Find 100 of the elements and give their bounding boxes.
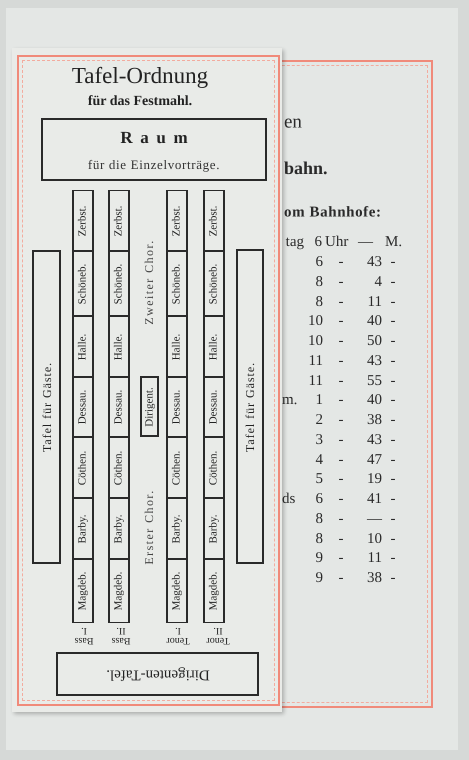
table-cell-text: - (338, 512, 344, 527)
table-cell-text: - (390, 294, 396, 310)
seat-label: Zerbst. (172, 205, 182, 236)
table-cell-text: 38 (366, 413, 382, 428)
seat-label: Cöthen. (114, 450, 124, 485)
table-cell-text: 19 (366, 472, 382, 488)
seat-label: Zerbst. (78, 205, 88, 236)
seat-cell (166, 316, 188, 377)
seat-cell (108, 559, 130, 623)
seat-label: Barby. (78, 514, 88, 543)
table-cell-text: - (338, 532, 344, 546)
table-cell-text: M. (385, 235, 404, 250)
table-cell-text: 4 (314, 452, 323, 468)
table-cell-text: - (390, 571, 396, 586)
subtitle: für das Festmahl. (88, 95, 192, 109)
seat-label: Halle. (208, 333, 220, 360)
table-cell-text: - (390, 452, 396, 468)
seat-cell (166, 190, 188, 251)
seat-label: Magdeb. (172, 572, 182, 610)
seat-label: Schöneb. (78, 263, 88, 304)
seat-label: Zerbst. (114, 205, 124, 236)
seat-label: Barby. (208, 514, 220, 543)
seat-label: Schöneb. (172, 263, 182, 304)
table-cell-text: - (390, 492, 396, 507)
table-label: Tafel für Gäste. (40, 362, 52, 452)
seat-cell (166, 377, 188, 437)
stage-heading: Raum (119, 127, 196, 149)
table-cell-text: 5 (314, 472, 323, 488)
seat-label: Dessau. (208, 390, 220, 424)
conductor-box (140, 376, 159, 437)
voice-label: Tenor I. (165, 625, 191, 645)
seat-cell (203, 437, 225, 498)
table-cell-text: - (338, 354, 344, 369)
voice-label: Bass I. (74, 625, 94, 645)
seat-cell (166, 251, 188, 316)
seat-label: Dirigent. (144, 386, 155, 426)
seat-label: Magdeb. (114, 572, 124, 610)
table-cell-text: - (338, 334, 344, 349)
seat-cell (108, 316, 130, 377)
table-cell-text: Uhr (325, 235, 350, 250)
table-cell-text: - (338, 255, 344, 270)
table-label: Dirigenten-Tafel. (106, 666, 210, 682)
seat-cell (203, 190, 225, 251)
table-cell-text: - (338, 294, 344, 310)
table-cell-text: - (338, 492, 344, 507)
table-cell-text: 10 (366, 532, 382, 546)
heading-fragment: om Bahnhofe: (284, 206, 382, 220)
seat-label: Cöthen. (172, 450, 182, 485)
table-cell-text: - (390, 314, 396, 330)
table-cell-text: 8 (314, 512, 323, 527)
seat-label: Cöthen. (208, 450, 220, 485)
seat-cell (72, 251, 94, 316)
table-cell-text: 50 (366, 334, 382, 349)
table-cell-text: 10 (307, 314, 323, 330)
seat-label: Barby. (114, 514, 124, 543)
table-cell-text: - (390, 512, 396, 527)
choir-label: Zweiter Chor. (143, 239, 155, 325)
seat-label: Cöthen. (78, 450, 88, 485)
table-cell-text: - (338, 452, 344, 468)
seat-cell (108, 251, 130, 316)
seat-label: Magdeb. (208, 572, 220, 610)
table-cell-text: - (390, 334, 396, 349)
seat-label: Dessau. (78, 390, 88, 424)
stage-text: für die Einzelvorträge. (88, 156, 220, 174)
table-cell-text: 6 (314, 492, 323, 507)
table-cell-text: 6 (314, 255, 323, 270)
table-cell-text: tag (284, 235, 304, 250)
table-cell-text: 11 (366, 294, 382, 310)
seat-label: Dessau. (172, 390, 182, 424)
table-cell-text: - (338, 374, 344, 388)
table-cell-text: 10 (307, 334, 323, 349)
table-cell-text: - (390, 551, 396, 566)
seat-label: Schöneb. (114, 263, 124, 304)
table-cell-text: - (338, 274, 344, 290)
seat-cell (108, 377, 130, 437)
seat-cell (108, 437, 130, 498)
table-cell-text: 4 (374, 274, 382, 290)
table-cell-text: — (366, 512, 382, 527)
heading-fragment: bahn. (284, 159, 328, 177)
table-cell-text: - (338, 432, 344, 448)
table-cell-text: 11 (308, 354, 323, 369)
seat-cell (72, 498, 94, 559)
seat-label: Schöneb. (208, 263, 220, 304)
table-cell-text: - (390, 255, 396, 270)
table-cell-text: - (390, 354, 396, 369)
table-cell-text: 11 (366, 551, 382, 566)
seat-cell (72, 377, 94, 437)
table-cell-text: - (390, 532, 396, 546)
table-cell-text: 38 (366, 571, 382, 586)
seat-cell (72, 559, 94, 623)
table-cell-text: - (390, 274, 396, 290)
seat-cell (203, 316, 225, 377)
table-cell-text: - (338, 314, 344, 330)
table-cell-text: 3 (314, 432, 323, 448)
table-cell-text: 40 (366, 393, 382, 408)
seat-label: Halle. (114, 333, 124, 360)
heading-fragment: en (284, 112, 302, 132)
guest-table-box (32, 250, 61, 564)
seat-label: Halle. (78, 333, 88, 360)
table-cell-text: - (338, 413, 344, 428)
